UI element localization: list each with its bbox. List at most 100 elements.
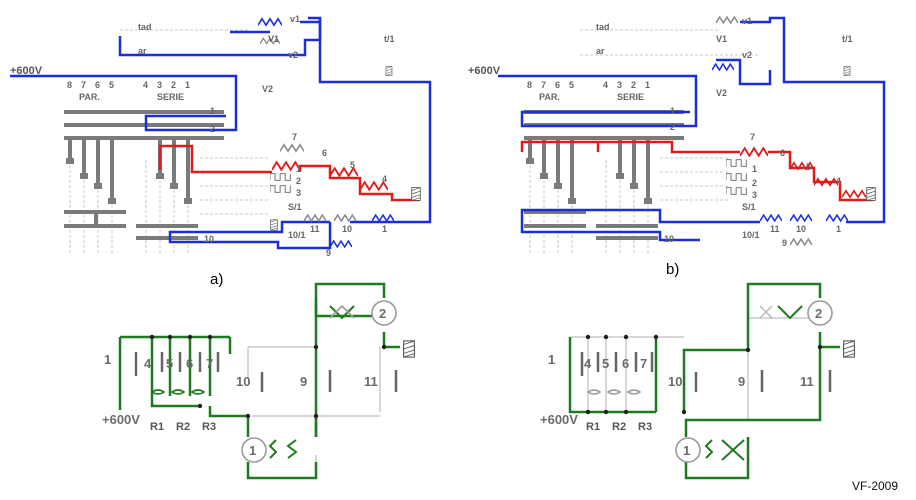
panel-a-ar-label: ar xyxy=(138,46,147,56)
panel-d-motor-2-label: 2 xyxy=(815,306,822,321)
panel-a-blue-resistors xyxy=(258,17,394,248)
panel-b-bus2-label: 2 xyxy=(670,122,675,132)
panel-b-v1-top-label: v1 xyxy=(742,16,752,26)
panel-d-contact-4: 4 xyxy=(584,356,592,371)
panel-b-par-7: 7 xyxy=(541,80,546,90)
panel-b-res-1: 1 xyxy=(836,224,841,234)
panel-b-blue-path xyxy=(498,16,886,242)
panel-b-ladder-2: 2 xyxy=(752,178,757,188)
panel-d-contact-5: 5 xyxy=(602,356,609,371)
panel-d-supply: +600V xyxy=(540,412,578,427)
panel-c-thin-lines xyxy=(247,346,381,462)
panel-c-r3: R3 xyxy=(202,421,216,433)
panel-a-red-path xyxy=(158,144,420,202)
panel-a-stem-ends xyxy=(66,158,192,204)
panel-b-v2-mid-label: v2 xyxy=(742,50,752,60)
panel-a-serie-3: 3 xyxy=(157,80,162,90)
panel-b-ta-label: tad xyxy=(596,22,610,32)
panel-a-busbars xyxy=(64,110,224,240)
panel-b-res-7: 7 xyxy=(750,132,755,142)
panel-b-par-label: PAR. xyxy=(539,92,560,102)
panel-b-red-path xyxy=(520,140,874,202)
panel-b-res-4: 4 xyxy=(836,176,841,186)
panel-a-supply: +600V xyxy=(10,65,43,77)
panel-c-supply: +600V xyxy=(102,412,140,427)
panel-d-contact-9: 9 xyxy=(738,374,745,389)
panel-a-par-5: 5 xyxy=(109,80,114,90)
panel-d-motor-1 xyxy=(675,437,745,463)
panel-c-contact-bars xyxy=(134,352,398,392)
panel-d-green-path xyxy=(568,282,840,480)
panel-c-contact-1: 1 xyxy=(104,352,111,367)
panel-d-r3: R3 xyxy=(638,421,652,433)
panel-b-par-6: 6 xyxy=(555,80,560,90)
panel-a-caption: a) xyxy=(210,271,223,288)
panel-b-stem-ends xyxy=(526,158,652,204)
panel-d-r1: R1 xyxy=(586,421,600,433)
panel-b-ladder-1: 1 xyxy=(752,164,757,174)
panel-a-serie-4: 4 xyxy=(143,80,148,90)
panel-a-res-5: 5 xyxy=(350,160,355,170)
panel-b-par-8: 8 xyxy=(527,80,532,90)
panel-c-motor-2-label: 2 xyxy=(379,306,386,321)
panel-b-supply: +600V xyxy=(468,65,501,77)
panel-b-ladder-s1: S/1 xyxy=(742,202,756,212)
panel-c-r1: R1 xyxy=(150,421,164,433)
panel-a-ta-label: tad xyxy=(138,22,152,32)
panel-a-pulses xyxy=(270,173,291,193)
panel-d-contact-10: 10 xyxy=(668,374,682,389)
panel-b-caption: b) xyxy=(666,261,679,278)
panel-a-bottom-1: 1 xyxy=(382,224,387,234)
panel-c-contact-10: 10 xyxy=(236,374,250,389)
panel-a-coil-t1 xyxy=(385,66,393,76)
panel-b-v1-label: V1 xyxy=(716,34,727,44)
panel-b: +600V tad ar V1 V2 v1 v2 t/1 1 2 PAR. SE… xyxy=(468,16,886,278)
panel-a-serie-label: SERIE xyxy=(157,92,184,102)
panel-a-v2-mid-label: v2 xyxy=(288,50,298,60)
panel-a-bottom-10b: 10 xyxy=(204,234,214,244)
panel-a-bottom-9: 9 xyxy=(326,248,331,258)
panel-c-contact-11: 11 xyxy=(364,374,378,389)
panel-a-bottom-10: 10 xyxy=(342,224,352,234)
panel-b-res-11: 11 xyxy=(770,224,780,234)
panel-d-contact-bars xyxy=(580,352,832,392)
panel-b-ladder-10-1: 10/1 xyxy=(742,230,760,240)
panel-a-ladder-10-1: 10/1 xyxy=(288,230,306,240)
panel-b-ar-label: ar xyxy=(596,46,605,56)
panel-b-v2-label: V2 xyxy=(716,88,727,98)
panel-a-res-7: 7 xyxy=(292,132,297,142)
panel-c-motor-1-label: 1 xyxy=(249,443,256,458)
panel-d-resistor-coils xyxy=(586,389,642,395)
panel-b-red-resistors xyxy=(740,147,866,199)
panel-b-par-5: 5 xyxy=(569,80,574,90)
panel-c-ground-icon xyxy=(403,340,415,358)
panel-c-motor-2 xyxy=(329,300,397,326)
panel-b-ladder-10: 10 xyxy=(664,234,674,244)
panel-a-par-7: 7 xyxy=(81,80,86,90)
panel-b-serie-1: 1 xyxy=(645,80,650,90)
panel-b-res-9: 9 xyxy=(782,238,787,248)
panel-a-serie-2: 2 xyxy=(171,80,176,90)
panel-b-res-5: 5 xyxy=(806,162,811,172)
panel-a-t1-label: t/1 xyxy=(384,34,395,44)
panel-c-contact-6: 6 xyxy=(186,356,193,371)
panel-b-serie-3: 3 xyxy=(617,80,622,90)
panel-a-v2-label: V2 xyxy=(262,84,273,94)
panel-c-dots xyxy=(149,334,387,419)
panel-c: 1 4 5 6 7 10 9 11 +600V R1 R2 R3 1 2 xyxy=(102,282,415,480)
panel-d-motor-1-label: 1 xyxy=(683,443,690,458)
watermark: VF-2009 xyxy=(852,479,898,493)
panel-a-v1-top-label: v1 xyxy=(290,14,300,24)
panel-d-contact-7: 7 xyxy=(640,356,647,371)
panel-c-motor-1 xyxy=(241,437,298,463)
panel-b-pulses xyxy=(726,159,747,195)
panel-b-ladder-3: 3 xyxy=(752,190,757,200)
panel-a-blue-path xyxy=(10,16,432,250)
panel-b-bus1-label: 1 xyxy=(670,106,675,116)
panel-d-contact-11: 11 xyxy=(800,374,814,389)
panel-a-gray-resistors xyxy=(260,37,356,222)
panel-b-res-6: 6 xyxy=(780,148,785,158)
panel-b-gray-resistors xyxy=(716,16,812,246)
panel-b-blue-resistors xyxy=(712,62,848,222)
panel-a-v1-label: V1 xyxy=(268,34,279,44)
